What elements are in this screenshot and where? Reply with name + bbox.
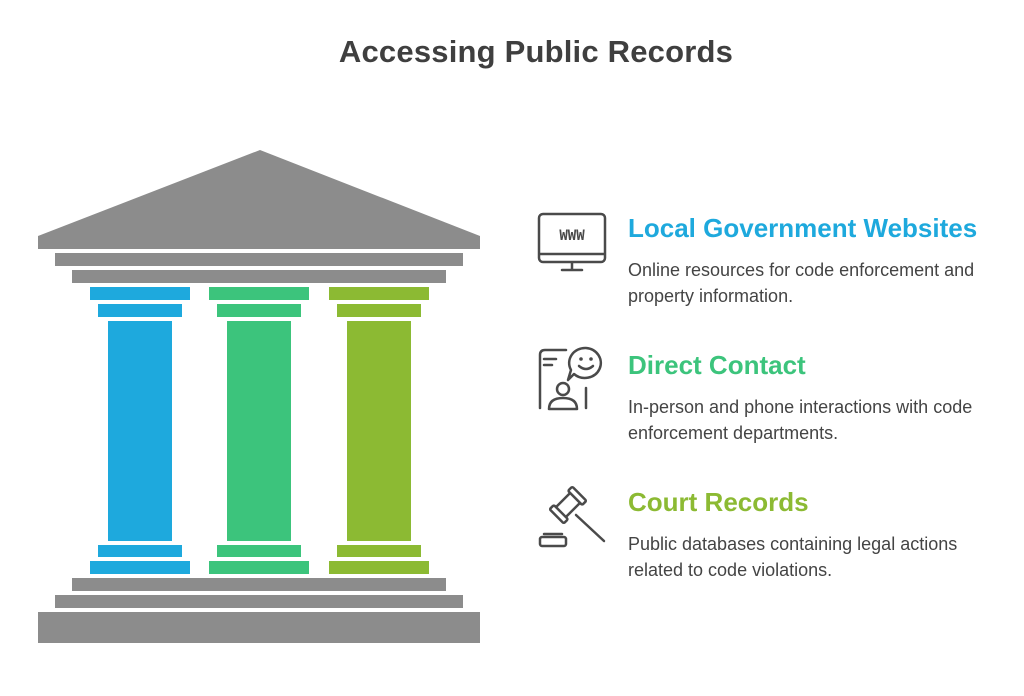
- item-heading: Local Government Websites: [628, 213, 978, 243]
- temple-roof-step-1: [55, 253, 463, 266]
- page-title: Accessing Public Records: [338, 34, 734, 69]
- item-court-records: Court Records Public databases containin…: [534, 481, 1014, 591]
- column-green: [209, 287, 309, 574]
- item-heading: Direct Contact: [628, 350, 806, 380]
- item-description: Online resources for code enforcement an…: [628, 260, 975, 306]
- temple-base-step-2: [55, 595, 463, 608]
- temple-base-step-3: [38, 612, 480, 643]
- temple-roof: [38, 150, 480, 249]
- item-local-government-websites: WWW Local Government Websites Online res…: [534, 207, 1014, 317]
- gavel-icon: [538, 485, 606, 548]
- temple-base-step-1: [72, 578, 446, 591]
- item-direct-contact: Direct Contact In-person and phone inter…: [534, 344, 1014, 454]
- temple-roof-step-2: [72, 270, 446, 283]
- item-heading: Court Records: [628, 487, 809, 517]
- column-blue: [90, 287, 190, 574]
- item-description: In-person and phone interactions with co…: [628, 397, 973, 443]
- phone-chat-person-icon: [538, 346, 603, 411]
- www-monitor-icon: WWW: [537, 212, 607, 272]
- www-icon-text: WWW: [559, 228, 585, 244]
- column-olive: [329, 287, 429, 574]
- item-description: Public databases containing legal action…: [628, 534, 958, 580]
- temple-illustration: [38, 150, 480, 643]
